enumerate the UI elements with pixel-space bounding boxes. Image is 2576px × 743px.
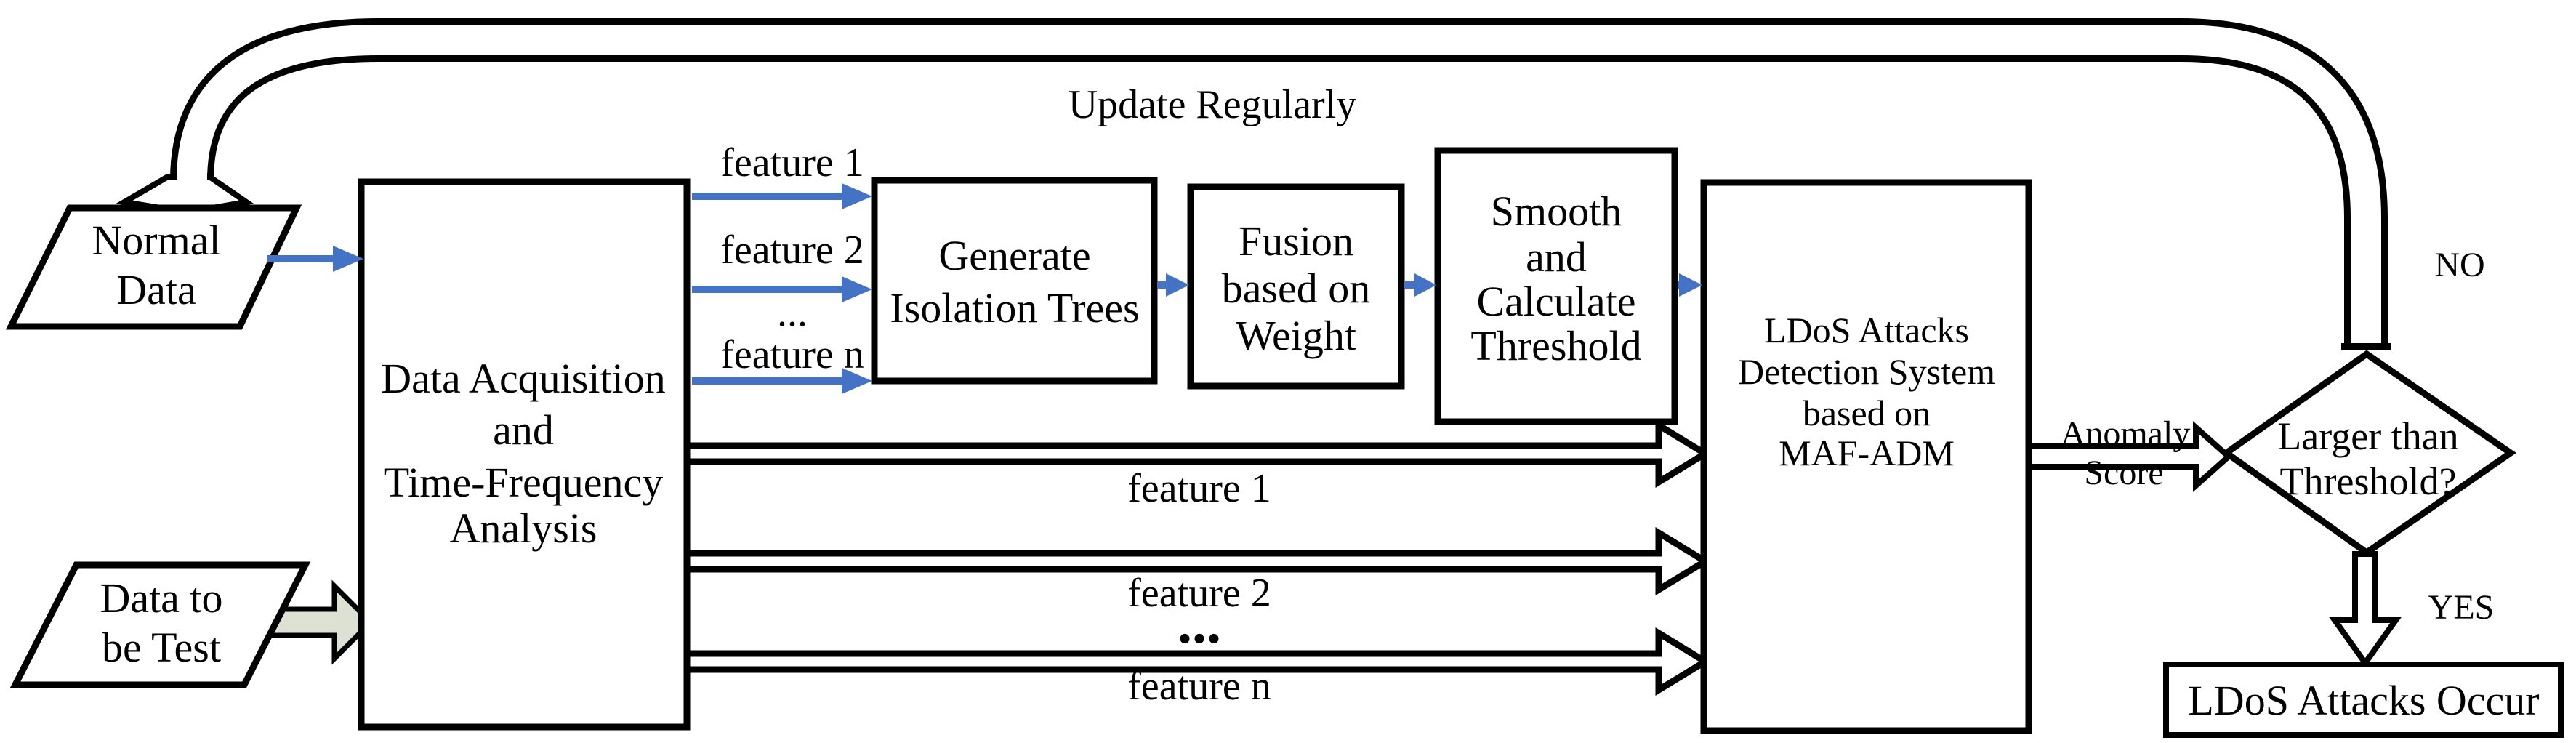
data-to-test-line1: Data to (100, 574, 222, 622)
normal-data-line1: Normal (92, 217, 220, 264)
feature-n-input-label: feature n (720, 332, 864, 377)
data-to-test-text: Data to be Test (100, 574, 222, 671)
ldos-detection-text: LDoS Attacks Detection System based on M… (1738, 310, 1995, 473)
data-acquisition-text: Data Acquisition and Time-Frequency Anal… (381, 355, 665, 552)
update-loop-arrowhead-junction (177, 170, 207, 180)
data-acquisition-line3: Time-Frequency (384, 459, 663, 506)
update-loop-pipe-inner (177, 25, 2381, 348)
arrow-feature2-to-trees (692, 276, 872, 302)
fusion-box (1187, 183, 1405, 390)
decision-line1: Larger than (2277, 414, 2458, 458)
arrow-smooth-to-detection (1678, 273, 1702, 297)
arrow-fusion-to-smooth (1404, 273, 1436, 297)
feature-1-direct-label: feature 1 (1127, 466, 1271, 511)
smooth-line3: Calculate (1476, 278, 1635, 325)
ldos-detection-line3: based on (1803, 393, 1931, 433)
generate-isolation-trees-box (871, 177, 1158, 385)
feature-dots-direct-label: ... (1178, 592, 1221, 656)
feature-n-direct-arrow (683, 627, 1712, 696)
fusion-line2: based on (1222, 265, 1371, 312)
ldos-detection-line4: MAF-ADM (1779, 433, 1955, 473)
update-regularly-label: Update Regularly (1068, 82, 1357, 127)
decision-line2: Threshold? (2280, 459, 2457, 503)
smooth-line2: and (1526, 233, 1587, 281)
data-to-test-node (9, 561, 311, 688)
feature-2-input-label: feature 2 (720, 228, 864, 273)
arrow-trees-to-fusion (1157, 273, 1189, 297)
fusion-line3: Weight (1236, 312, 1356, 359)
feature-n-direct-label: feature n (1127, 664, 1271, 709)
feature-1-direct-arrow (683, 419, 1712, 489)
yes-arrow (2329, 551, 2402, 668)
data-acquisition-line4: Analysis (450, 505, 597, 552)
yes-label: YES (2428, 588, 2495, 627)
ldos-occur-label: LDoS Attacks Occur (2188, 677, 2539, 724)
arrow-normal-to-acquisition (267, 246, 363, 272)
arrow-head (1679, 273, 1702, 297)
anomaly-score-label-line2: Score (2084, 454, 2163, 492)
data-to-test-line2: be Test (102, 624, 221, 671)
feature-2-direct-label: feature 2 (1127, 571, 1271, 616)
anomaly-score-arrow (2021, 421, 2234, 492)
arrow-head (842, 183, 872, 209)
feature-2-direct-arrow (683, 526, 1712, 596)
threshold-decision-diamond (2221, 350, 2516, 557)
test-data-block-arrow (267, 579, 374, 665)
ldos-detection-line2: Detection System (1738, 351, 1995, 392)
ldos-detection-box (1700, 179, 2032, 734)
fusion-line1: Fusion (1239, 217, 1353, 265)
arrow-head (842, 368, 872, 394)
ldos-detection-line1: LDoS Attacks (1764, 310, 1969, 350)
data-acquisition-line1: Data Acquisition (381, 355, 665, 402)
smooth-line4: Threshold (1470, 322, 1641, 369)
generate-line1: Generate (938, 232, 1090, 279)
arrow-feature1-to-trees (692, 183, 872, 209)
ldos-attacks-occur-box (2163, 662, 2564, 738)
normal-data-node (5, 204, 302, 330)
feature-dots-input-label: ... (777, 290, 808, 335)
feature-1-input-label: feature 1 (720, 140, 864, 185)
blue-arrows (267, 183, 1702, 394)
arrow-head (842, 276, 872, 302)
arrow-head (1414, 273, 1436, 297)
data-acquisition-line2: and (493, 406, 554, 454)
arrow-head (333, 246, 363, 272)
arrow-head (1166, 273, 1189, 297)
smooth-threshold-box (1434, 147, 1678, 425)
generate-isolation-trees-text: Generate Isolation Trees (890, 232, 1139, 332)
anomaly-score-label-line1: Anomaly (2061, 414, 2191, 453)
generate-line2: Isolation Trees (890, 284, 1139, 332)
smooth-text: Smooth and Calculate Threshold (1470, 188, 1641, 369)
no-label: NO (2434, 246, 2484, 284)
decision-text: Larger than Threshold? (2277, 414, 2458, 503)
data-acquisition-box (358, 178, 691, 731)
normal-data-text: Normal Data (92, 217, 220, 313)
smooth-line1: Smooth (1491, 188, 1622, 235)
arrow-featuren-to-trees (692, 368, 872, 394)
fusion-text: Fusion based on Weight (1222, 217, 1371, 359)
normal-data-line2: Data (116, 266, 196, 313)
